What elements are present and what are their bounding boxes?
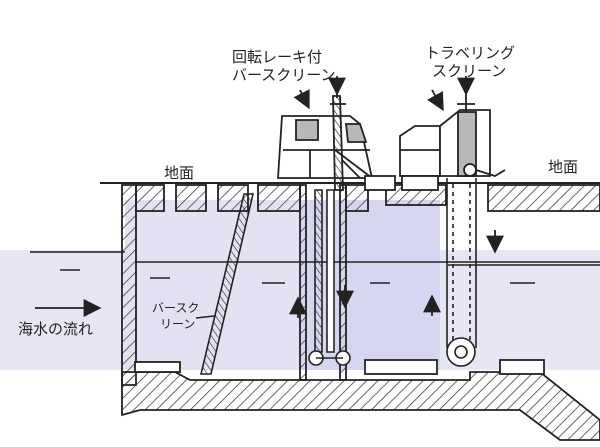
rake-machine	[277, 86, 374, 191]
label-ground-left: 地面	[164, 164, 194, 182]
rake-bar-screen	[308, 189, 351, 366]
label-bar-screen: バースク リーン	[152, 301, 199, 331]
label-ground-right: 地面	[548, 158, 578, 176]
label-bar-screen-line2: リーン	[160, 317, 195, 331]
label-rake-screen: 回転レーキ付 バースクリーン	[232, 48, 336, 84]
label-seawater-flow: 海水の流れ	[18, 320, 93, 338]
label-bar-screen-line1: バースク	[152, 301, 199, 315]
label-traveling-screen-line2: スクリーン	[432, 62, 506, 80]
flow-arrows	[35, 76, 504, 318]
label-traveling-screen: トラベリング スクリーン	[425, 44, 515, 80]
water-surface	[30, 251, 600, 284]
label-traveling-screen-line1: トラベリング	[425, 44, 515, 62]
concrete-structure	[121, 184, 600, 441]
label-rake-screen-line2: バースクリーン	[232, 66, 336, 84]
bar-screen-leader-line	[195, 315, 215, 319]
label-rake-screen-line1: 回転レーキ付	[232, 48, 322, 66]
traveling-screen-chain	[446, 178, 477, 367]
traveling-screen-machine	[364, 90, 506, 191]
bar-screen	[199, 193, 255, 375]
